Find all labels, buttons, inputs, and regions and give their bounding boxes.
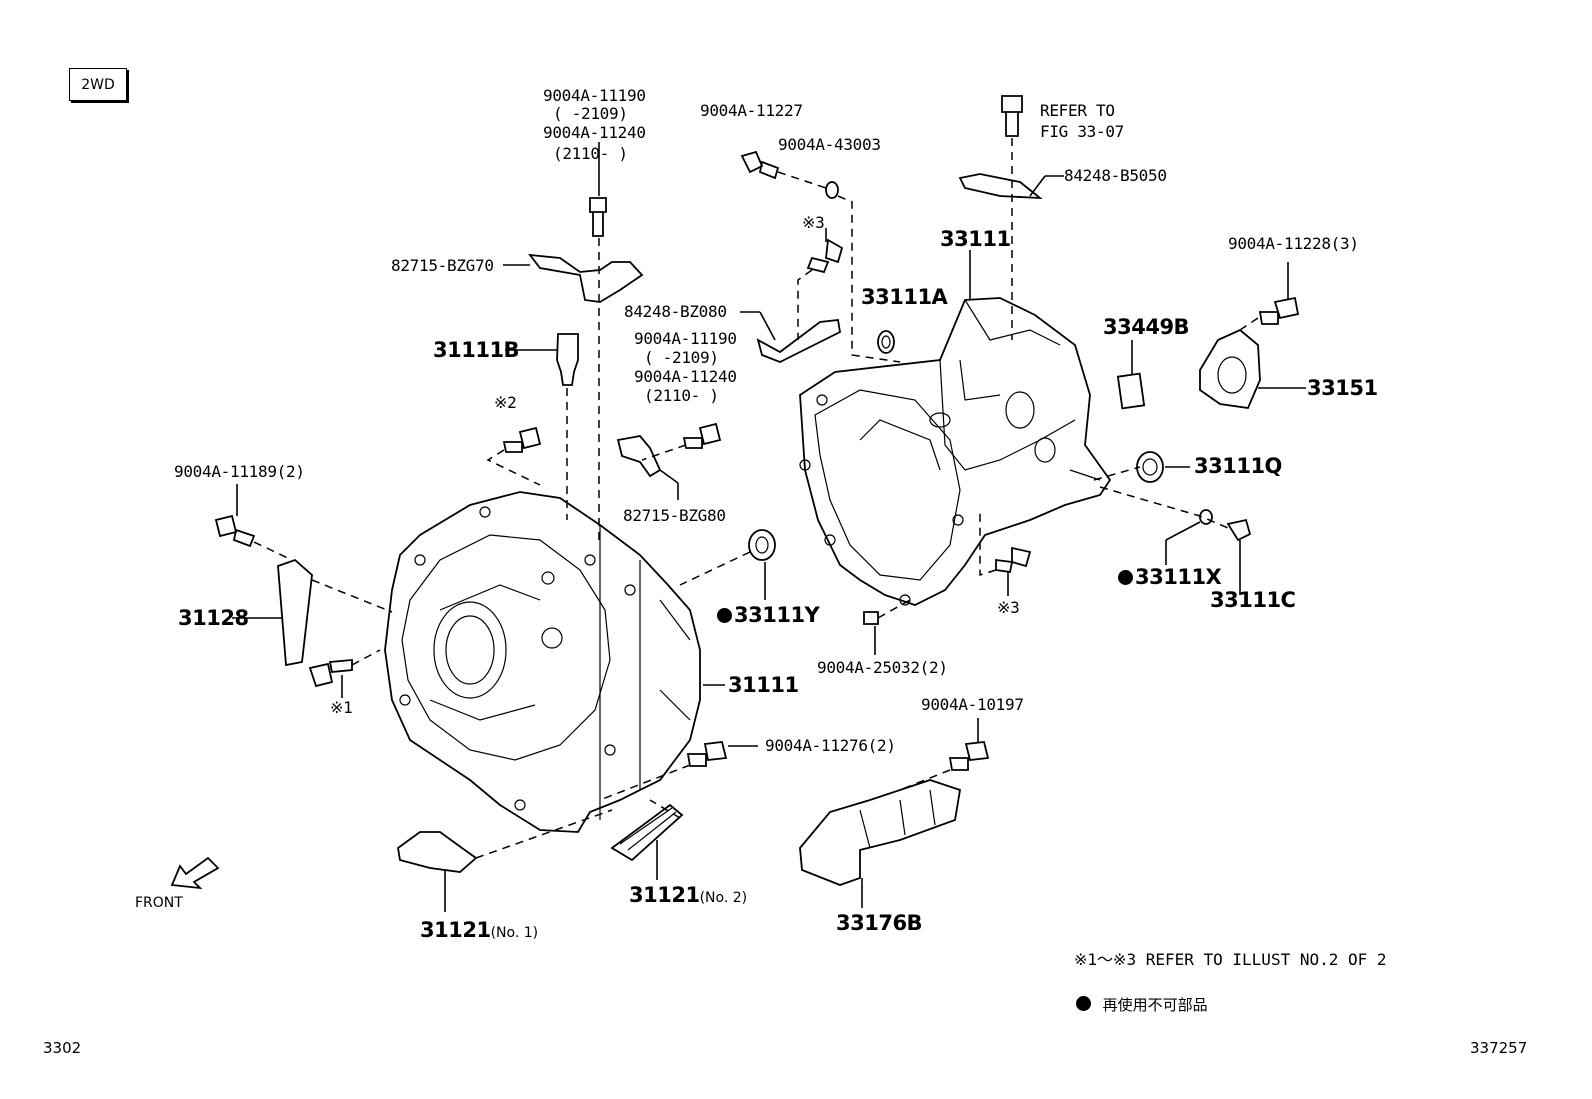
label-bolt-9004a-11190-mid: 9004A-11190: [634, 329, 737, 348]
label-cover-31121-no2: 31121(No. 2): [629, 885, 747, 906]
label-cover-31121-no2-number: 31121: [629, 883, 700, 907]
label-bolt-9004a-11228: 9004A-11228(3): [1228, 234, 1359, 253]
label-bolt-9004a-11276: 9004A-11276(2): [765, 736, 896, 755]
label-protector-33176b: 33176B: [836, 911, 923, 935]
label-switch-31111b: 31111B: [433, 338, 520, 362]
label-mark-3-lower: ※3: [997, 598, 1020, 617]
label-refer-line-1: REFER TO: [1040, 101, 1115, 120]
label-mark-3-upper: ※3: [802, 213, 825, 232]
label-gasket-33111x-text: 33111X: [1135, 565, 1222, 589]
reference-footnote: ※1～※3 REFER TO ILLUST NO.2 OF 2: [1074, 950, 1387, 969]
non-reusable-marker: [1118, 570, 1133, 585]
label-bracket-84248-b5050: 84248-B5050: [1064, 166, 1167, 185]
transmission-case-drawing: [799, 297, 1112, 606]
illustration-number: 337257: [1470, 1039, 1528, 1057]
small-parts: [170, 95, 1300, 890]
non-reusable-marker: [1076, 996, 1091, 1011]
label-mark-1: ※1: [330, 698, 353, 717]
clutch-housing-drawing: [384, 491, 701, 833]
label-gasket-33111x: 33111X: [1118, 565, 1222, 589]
variant-tag: 2WD: [69, 68, 127, 101]
label-mark-2: ※2: [494, 393, 517, 412]
label-refer-line-2: FIG 33-07: [1040, 122, 1124, 141]
label-seal-33111y-text: 33111Y: [734, 603, 820, 627]
label-bolt-9004a-11189: 9004A-11189(2): [174, 462, 305, 481]
non-reusable-marker: [717, 608, 732, 623]
label-cover-31121-no1-suffix: (No. 1): [490, 925, 539, 941]
label-bracket-82715-bzg70: 82715-BZG70: [391, 256, 494, 275]
label-retainer-33151: 33151: [1307, 376, 1378, 400]
non-reusable-legend-text: 再使用不可部品: [1102, 996, 1208, 1014]
label-bracket-84248-bz080: 84248-BZ080: [624, 302, 727, 321]
label-cover-31121-no1: 31121(No. 1): [420, 920, 538, 941]
label-housing-31111: 31111: [728, 673, 799, 697]
non-reusable-footnote: 再使用不可部品: [1076, 996, 1208, 1013]
label-range-2109-mid: ( -2109): [644, 348, 719, 367]
label-bolt-9004a-10197: 9004A-10197: [921, 695, 1024, 714]
label-seal-33111q: 33111Q: [1194, 454, 1282, 478]
label-cover-31121-no1-number: 31121: [420, 918, 491, 942]
label-part-33449b: 33449B: [1103, 315, 1190, 339]
label-range-2110-top: (2110- ): [553, 144, 628, 163]
label-cover-31128: 31128: [178, 606, 249, 630]
page-number: 3302: [43, 1039, 82, 1057]
label-cover-31121-no2-suffix: (No. 2): [699, 890, 748, 906]
label-range-2110-mid: (2110- ): [644, 386, 719, 405]
label-pin-9004a-25032: 9004A-25032(2): [817, 658, 948, 677]
label-part-33111a: 33111A: [861, 285, 948, 309]
label-bracket-82715-bzg80: 82715-BZG80: [623, 506, 726, 525]
orientation-label: FRONT: [135, 895, 183, 911]
label-bolt-9004a-11227: 9004A-11227: [700, 101, 803, 120]
label-plug-33111c: 33111C: [1210, 588, 1296, 612]
leader-lines: [232, 138, 1306, 912]
label-seal-33111y: 33111Y: [717, 603, 820, 627]
label-washer-9004a-43003: 9004A-43003: [778, 135, 881, 154]
label-bolt-9004a-11190-top: 9004A-11190: [543, 86, 646, 105]
label-bolt-9004a-11240-mid: 9004A-11240: [634, 367, 737, 386]
label-range-2109-top: ( -2109): [553, 104, 628, 123]
label-bolt-9004a-11240-top: 9004A-11240: [543, 123, 646, 142]
label-case-33111: 33111: [940, 227, 1011, 251]
